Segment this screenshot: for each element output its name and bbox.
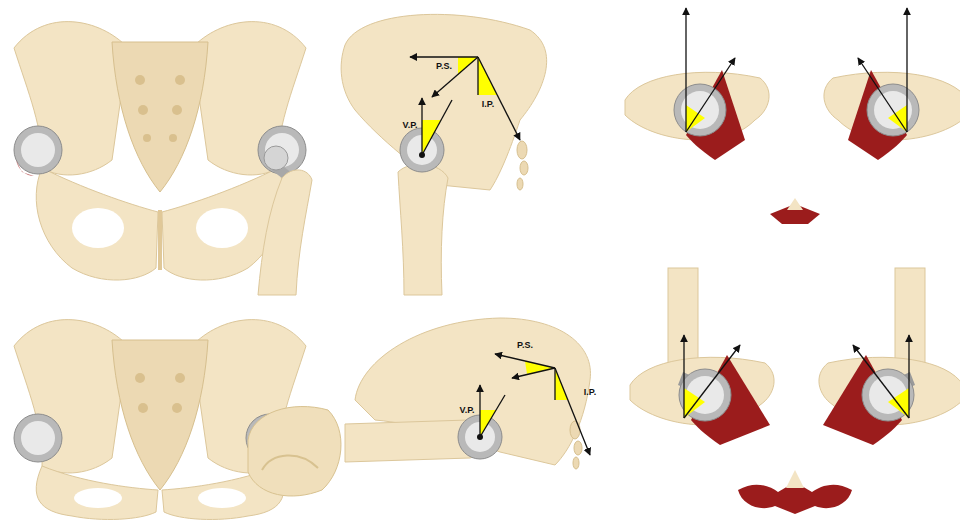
center-dot xyxy=(419,152,425,158)
obturator-foramen xyxy=(196,208,248,248)
plane-line xyxy=(422,100,452,155)
obturator-foramen xyxy=(198,488,246,508)
femur-shaft xyxy=(398,164,448,295)
pubis-ischium xyxy=(36,466,158,519)
plane-arrow xyxy=(683,335,684,418)
symphysis xyxy=(158,210,162,270)
plane-arrow xyxy=(512,368,555,378)
acetabular-cup xyxy=(14,414,62,462)
acetabular-cup xyxy=(258,126,306,174)
angle-label: I.P. xyxy=(482,100,494,109)
coccyx xyxy=(574,441,582,455)
femur-shaft xyxy=(258,170,312,295)
obturator-foramen xyxy=(72,208,124,248)
sacral-foramen xyxy=(169,134,177,142)
femoral-condyle xyxy=(262,455,318,470)
ilium-wing xyxy=(192,22,306,175)
angle-label: P.S. xyxy=(517,341,533,350)
plane-line xyxy=(477,57,478,95)
acetabulum-view xyxy=(630,268,774,445)
acetabular-cup xyxy=(14,126,62,174)
coccyx xyxy=(570,421,580,439)
plane-arrow xyxy=(479,385,480,437)
femur xyxy=(258,146,312,295)
ilium-wing xyxy=(14,320,128,473)
acetabulum-view xyxy=(824,8,960,160)
angle-label: P.S. xyxy=(436,62,452,71)
plane-arrow xyxy=(495,354,555,368)
bone-edge-red xyxy=(16,160,34,176)
sacral-foramen xyxy=(138,105,148,115)
hip-bone xyxy=(625,72,769,140)
plane-arrow xyxy=(906,8,907,132)
acetabular-cup xyxy=(679,369,731,421)
coccyx xyxy=(573,457,579,469)
obturator-foramen xyxy=(74,488,122,508)
hip-bone xyxy=(824,72,960,140)
acetabulum-view xyxy=(819,268,960,445)
plane-arrow xyxy=(421,98,422,155)
coccyx xyxy=(520,161,528,175)
lateral-pelvis xyxy=(341,14,547,295)
sacral-foramen xyxy=(172,105,182,115)
sacral-foramen xyxy=(175,373,185,383)
plane-arrow xyxy=(686,58,735,132)
sacrum xyxy=(112,340,208,490)
angle-label: V.P. xyxy=(459,406,474,415)
center-dot xyxy=(477,434,483,440)
acetabular-cup xyxy=(862,369,914,421)
ilium-wing xyxy=(14,22,128,175)
sacrum xyxy=(112,42,208,192)
plane-arrow xyxy=(432,57,478,97)
sacrum-tip xyxy=(786,470,804,488)
acetabulum-view xyxy=(625,8,769,160)
sacral-foramen xyxy=(138,403,148,413)
plane-arrow xyxy=(684,345,740,418)
cup-liner xyxy=(21,133,55,167)
coccyx xyxy=(517,178,523,190)
sacral-foramen xyxy=(172,403,182,413)
angle-label: V.P. xyxy=(402,121,417,130)
sacral-foramen xyxy=(135,373,145,383)
sacral-foramen xyxy=(175,75,185,85)
plane-arrow xyxy=(908,335,909,418)
plane-arrow xyxy=(410,56,478,57)
ilium xyxy=(341,14,547,190)
front-pelvis xyxy=(14,22,306,280)
angle-label: I.P. xyxy=(584,388,596,397)
pubis-ischium xyxy=(36,168,158,280)
plane-arrow xyxy=(853,345,909,418)
plane-arrow xyxy=(685,8,686,132)
cup-liner xyxy=(21,421,55,455)
plane-arrow xyxy=(858,58,907,132)
plane-line xyxy=(480,395,505,437)
sacral-foramen xyxy=(135,75,145,85)
lateral-pelvis xyxy=(345,318,590,469)
femoral-head xyxy=(264,146,288,170)
plane-arrow xyxy=(478,57,520,140)
plane-line xyxy=(554,368,555,400)
coccyx xyxy=(517,141,527,159)
sacrum-tip xyxy=(787,198,803,210)
plane-arrow xyxy=(555,368,590,455)
knee-end-view xyxy=(248,407,341,496)
sacral-foramen xyxy=(143,134,151,142)
